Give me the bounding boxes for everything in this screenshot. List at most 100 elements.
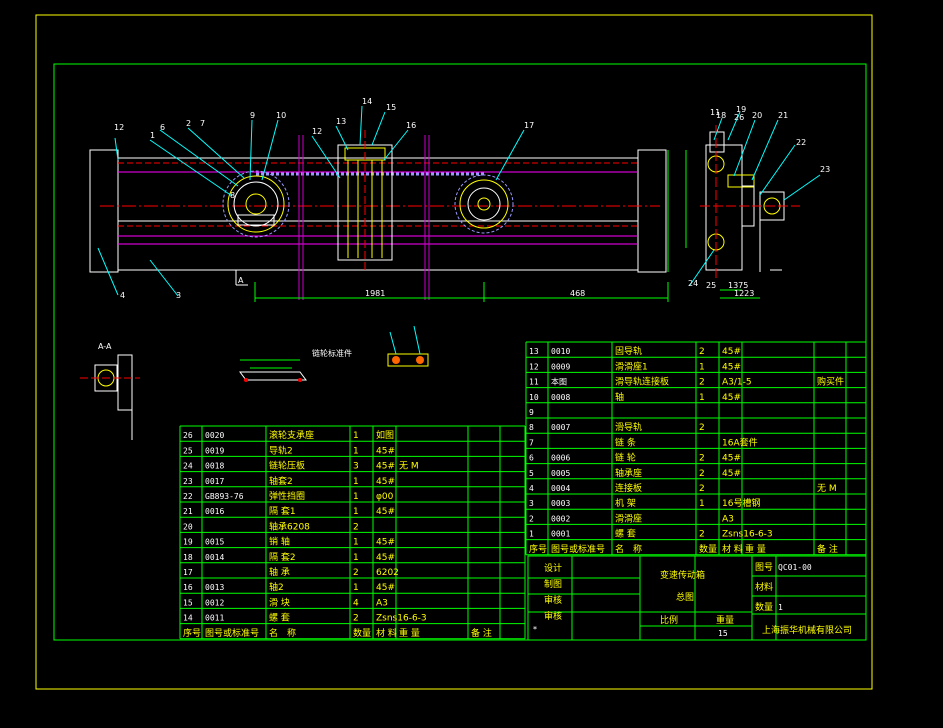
view-arrow-label: A bbox=[238, 276, 244, 285]
bom-cell: 4 bbox=[353, 598, 359, 608]
bom-cell: 0007 bbox=[551, 423, 570, 432]
bom-cell: 0003 bbox=[551, 499, 570, 508]
bom-cell: 45# bbox=[376, 538, 395, 548]
bom-cell: 15 bbox=[183, 598, 193, 607]
part-ref-16: 16 bbox=[406, 121, 416, 130]
bom-cell: 10 bbox=[529, 393, 539, 402]
bom-cell: 1 bbox=[353, 477, 359, 487]
bom-header-cell: 备 注 bbox=[471, 627, 492, 639]
bom-cell: A3 bbox=[722, 514, 734, 524]
bom-cell: 45# bbox=[722, 454, 741, 464]
bom-cell: 2 bbox=[699, 454, 705, 464]
part-ref-11: 11 bbox=[710, 108, 720, 117]
bom-cell: 3 bbox=[353, 462, 359, 472]
title-role: 审核 bbox=[544, 594, 562, 606]
bom-cell: 固导轨 bbox=[615, 345, 642, 357]
bom-cell: 20 bbox=[183, 522, 193, 531]
bom-cell: 连接板 bbox=[615, 482, 642, 494]
bom-cell: 45# bbox=[376, 462, 395, 472]
bom-cell: 0002 bbox=[551, 514, 570, 523]
sheet-number: 15 bbox=[718, 629, 728, 638]
bom-cell: 16号槽钢 bbox=[722, 497, 760, 509]
left-end-plate bbox=[89, 149, 119, 273]
bom-cell: 45# bbox=[376, 553, 395, 563]
bom-cell: 2 bbox=[699, 469, 705, 479]
bom-cell: 6 bbox=[529, 454, 534, 463]
bom-cell: 6202 bbox=[376, 568, 399, 578]
part-ref-20: 20 bbox=[752, 111, 762, 120]
bom-cell: 0013 bbox=[205, 583, 224, 592]
bom-cell: 8 bbox=[529, 423, 534, 432]
bom-cell: 滑导轨 bbox=[615, 421, 642, 433]
part-ref-10: 10 bbox=[276, 111, 286, 120]
bom-cell: 轴 承 bbox=[269, 566, 290, 578]
drawing-subname: 总图 bbox=[676, 591, 694, 603]
bom-header-cell: 名 称 bbox=[615, 543, 642, 555]
bom-cell: 9 bbox=[529, 408, 534, 417]
bom-cell: 4 bbox=[529, 484, 534, 493]
bom-cell: 45# bbox=[722, 362, 741, 372]
part-ref-3: 3 bbox=[176, 291, 181, 300]
quantity-value: 1 bbox=[778, 603, 783, 612]
bom-cell: 0020 bbox=[205, 431, 224, 440]
bom-cell: 2 bbox=[699, 423, 705, 433]
bom-cell: 11 bbox=[529, 378, 539, 387]
part-ref-24: 24 bbox=[688, 279, 698, 288]
quantity-label: 数量 bbox=[755, 601, 773, 613]
bom-cell: 链 条 bbox=[615, 436, 636, 448]
bom-cell: 轴套2 bbox=[269, 475, 293, 487]
bom-header-cell: 备 注 bbox=[817, 543, 838, 555]
bom-cell: 2 bbox=[353, 614, 359, 624]
company-name: 上海振华机械有限公司 bbox=[762, 624, 852, 636]
bom-cell: 2 bbox=[353, 568, 359, 578]
bom-cell: 24 bbox=[183, 462, 193, 471]
bom-cell: 隔 套1 bbox=[269, 505, 296, 517]
bom-cell: 滚轮支承座 bbox=[269, 429, 314, 441]
bom-header-cell: 图号或标准号 bbox=[551, 543, 605, 555]
bom-cell: 轴2 bbox=[269, 581, 284, 593]
bom-cell: 1 bbox=[353, 553, 359, 563]
bom-header-cell: 序号 bbox=[529, 543, 547, 555]
bom-cell: 0012 bbox=[205, 598, 224, 607]
part-ref-12: 12 bbox=[114, 123, 124, 132]
bom-cell: 2 bbox=[699, 378, 705, 388]
bom-cell: 25 bbox=[183, 446, 193, 455]
bom-cell: 无 M bbox=[817, 483, 837, 494]
bom-cell: 18 bbox=[183, 553, 193, 562]
bom-cell: 1 bbox=[353, 431, 359, 441]
bom-cell: 无 M bbox=[399, 461, 419, 472]
bom-cell: 1 bbox=[529, 530, 534, 539]
bom-cell: 导轨2 bbox=[269, 444, 293, 456]
title-role: 制图 bbox=[544, 578, 562, 590]
link-detail bbox=[387, 325, 429, 367]
bom-cell: 0001 bbox=[551, 530, 570, 539]
part-detail-sketch bbox=[239, 359, 307, 382]
bom-cell: 45# bbox=[376, 477, 395, 487]
part-ref-22: 22 bbox=[796, 138, 806, 147]
bom-cell: 1 bbox=[353, 492, 359, 502]
part-ref-12: 12 bbox=[312, 127, 322, 136]
main-front-view bbox=[89, 105, 669, 302]
right-end-plate bbox=[637, 149, 667, 273]
bom-cell: 3 bbox=[529, 499, 534, 508]
bom-cell: 0008 bbox=[551, 393, 570, 402]
bom-cell: 如图 bbox=[376, 429, 394, 441]
title-role: 设计 bbox=[544, 562, 562, 574]
bom-cell: 26 bbox=[183, 431, 193, 440]
bom-cell: 1 bbox=[353, 583, 359, 593]
bom-header-cell: 重 量 bbox=[745, 543, 766, 555]
bom-cell: 2 bbox=[699, 484, 705, 494]
dim-side-width: 1223 bbox=[734, 289, 754, 298]
bom-cell: 1 bbox=[353, 538, 359, 548]
bom-cell: 1 bbox=[699, 393, 705, 403]
bom-cell: 0016 bbox=[205, 507, 224, 516]
part-ref-17: 17 bbox=[524, 121, 534, 130]
bom-cell: 0017 bbox=[205, 477, 224, 486]
dim-main-right: 468 bbox=[570, 289, 585, 298]
part-ref-18: 18 bbox=[716, 111, 726, 120]
part-ref-1: 1 bbox=[150, 131, 155, 140]
bom-cell: 2 bbox=[699, 530, 705, 540]
